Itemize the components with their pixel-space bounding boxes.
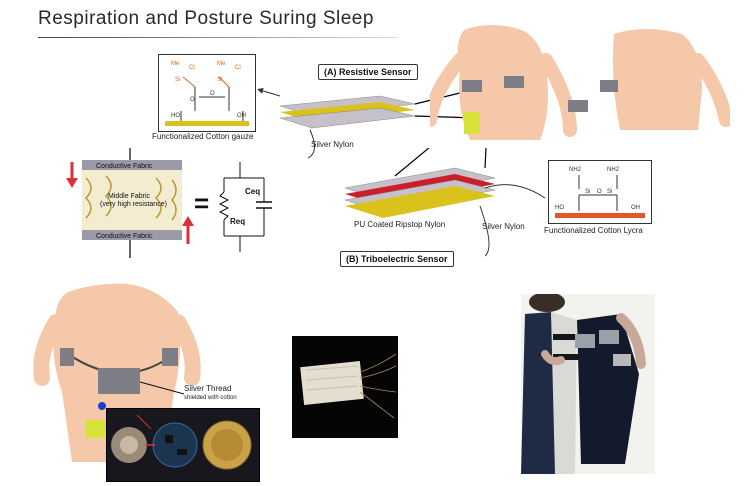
lycra-si: Si — [585, 189, 590, 195]
jacket-sensor-2 — [599, 330, 619, 344]
chem-me: Me — [171, 61, 180, 67]
jacket-right — [577, 314, 639, 464]
chem-ho: HO — [171, 113, 180, 119]
conductive-fabric-bottom — [82, 230, 182, 240]
chem-o: O — [190, 97, 195, 103]
lycra-chem-svg: NH2 NH2 Si O Si HO OH — [555, 167, 645, 218]
tribo-yellow-layer — [345, 186, 495, 218]
torso-figures-svg — [430, 25, 730, 140]
lycra-nh2-2: NH2 — [607, 167, 620, 173]
res-label: Req — [230, 217, 245, 226]
pu-coated-label: PU Coated Ripstop Nylon — [354, 220, 446, 229]
up-arrow — [182, 216, 194, 226]
jacket-sensor-3 — [613, 354, 631, 366]
lycra-substrate — [555, 213, 645, 218]
jacket-left — [521, 312, 561, 474]
gauze-substrate — [165, 121, 249, 126]
chem-cl-2: Cl — [235, 65, 241, 71]
lycra-oh: OH — [631, 205, 640, 211]
chem-cl: Cl — [189, 65, 195, 71]
silver-thread-label: Silver Thread — [184, 384, 232, 393]
front-sensor-yellow — [464, 112, 480, 134]
chem-si-2: Si — [217, 77, 222, 83]
circuit-board — [152, 422, 198, 468]
person-svg — [521, 292, 655, 474]
equals-sign: = — [194, 188, 209, 218]
back-sensor-left — [568, 100, 588, 112]
page-title: Respiration and Posture Suring Sleep — [38, 8, 374, 29]
fabric-strip — [300, 360, 364, 406]
middle-fabric-text: Middle Fabric — [108, 193, 151, 200]
gauze-chem-structure: Me Cl Si Me Cl Si O O HO OH — [158, 54, 256, 132]
torso-back — [612, 29, 702, 130]
shielded-label: shielded with cotton — [184, 395, 237, 401]
chem-o-2: O — [210, 91, 215, 97]
middle-fabric-sub: (very high resistance) — [100, 201, 167, 208]
conductive-top-text: Conductive Fabric — [96, 163, 153, 170]
side-pad-left — [60, 348, 74, 366]
shirt — [551, 312, 577, 474]
center-pad — [98, 368, 140, 394]
triboelectric-sensor-label: (B) Triboelectric Sensor — [340, 251, 454, 267]
resistive-sensor-label: (A) Resistive Sensor — [318, 64, 418, 80]
lycra-chem-structure: NH2 NH2 Si O Si HO OH — [548, 160, 652, 224]
torso-front — [457, 25, 548, 140]
chem-oh: OH — [237, 113, 246, 119]
gauze-chem-svg: Me Cl Si Me Cl Si O O HO OH — [165, 61, 249, 126]
lycra-label: Functionalized Cotton Lycra — [544, 226, 643, 235]
resistor — [218, 191, 230, 221]
connector-dot — [98, 402, 106, 410]
lycra-nh2: NH2 — [569, 167, 582, 173]
down-arrow — [66, 178, 78, 188]
front-sensor-left — [462, 80, 482, 92]
tribo-stack-svg — [344, 148, 546, 257]
lycra-ho: HO — [555, 205, 564, 211]
title-underline — [38, 37, 398, 38]
chem-me-2: Me — [217, 61, 226, 67]
conductive-bottom-text: Conductive Fabric — [96, 233, 153, 240]
yellow-pad — [86, 420, 110, 438]
silver-nylon-a-label: Silver Nylon — [311, 140, 354, 149]
front-sensor-right — [504, 76, 524, 88]
middle-fabric — [82, 170, 182, 230]
gauze-label: Functionalized Cotton gauze — [152, 132, 254, 141]
circuit-diagram-svg: Conductive Fabric Middle Fabric (very hi… — [66, 148, 272, 258]
silver-nylon-b-label: Silver Nylon — [482, 222, 525, 231]
lycra-o: O — [597, 189, 602, 195]
person-head — [529, 292, 565, 312]
side-pad-right — [162, 348, 178, 366]
cap-label: Ceq — [245, 187, 260, 196]
conductive-fabric-top — [82, 160, 182, 170]
woven-sensor-photo — [292, 336, 398, 438]
jacket-sensor-1 — [575, 334, 595, 348]
lycra-si-2: Si — [607, 189, 612, 195]
electronics-photo — [106, 408, 260, 482]
chem-si: Si — [175, 77, 180, 83]
electronics-svg — [111, 414, 252, 470]
back-sensor-mid — [600, 80, 618, 92]
woven-sensor-svg — [300, 353, 397, 419]
person-photo — [521, 292, 655, 474]
